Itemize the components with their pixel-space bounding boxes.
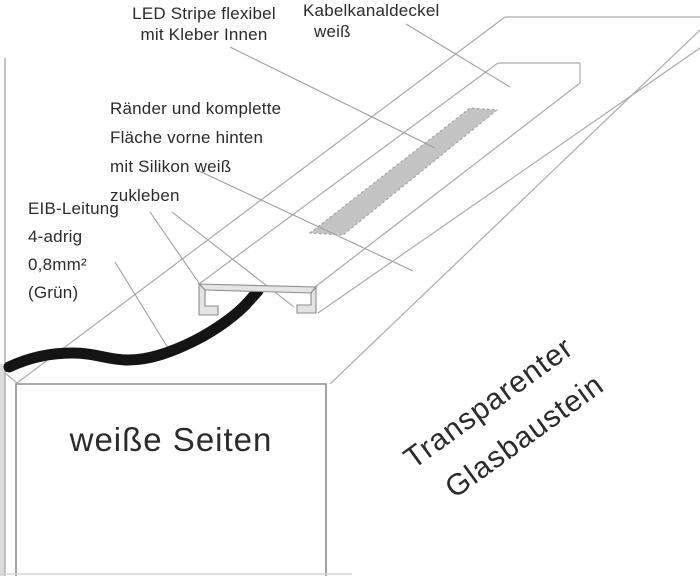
label-front-face-text: weiße Seiten	[69, 421, 273, 458]
label-silicone-note: Ränder und komplette Fläche vorne hinten…	[110, 94, 281, 210]
leader-eib-cable	[114, 261, 169, 349]
label-silicone-line2: Fläche vorne hinten	[110, 128, 264, 147]
profile-left-wall	[198, 282, 219, 316]
label-eib-line3: 0,8mm²	[28, 255, 87, 274]
label-cable-duct-cover: Kabelkanaldeckel weiß	[303, 0, 439, 42]
label-led-strip: LED Stripe flexibel mit Kleber Innen	[106, 3, 302, 45]
label-eib-cable: EIB-Leitung 4-adrig 0,8mm² (Grün)	[28, 195, 119, 307]
label-silicone-line1: Ränder und komplette	[110, 99, 282, 118]
leader-duct-cover	[405, 23, 511, 88]
profile-right-wall	[296, 285, 317, 314]
leader-led-strip	[229, 46, 436, 149]
label-led-strip-line1: LED Stripe flexibel	[132, 4, 276, 23]
label-cable-duct-cover-line2: weiß	[314, 22, 351, 41]
leader-silicone-1	[149, 211, 200, 284]
label-front-face: weiße Seiten	[16, 423, 326, 456]
glass-front-face	[0, 383, 352, 576]
wall-edge	[0, 58, 18, 576]
label-cable-duct-cover-line1: Kabelkanaldeckel	[303, 1, 440, 20]
label-silicone-line4: zukleben	[110, 186, 180, 205]
label-eib-line4: (Grün)	[28, 283, 79, 302]
label-eib-line2: 4-adrig	[28, 227, 83, 246]
label-silicone-line3: mit Silikon weiß	[110, 157, 232, 176]
duct-profile-section	[197, 282, 318, 316]
leader-silicone-3	[196, 169, 414, 272]
label-eib-line1: EIB-Leitung	[28, 199, 120, 218]
eib-cable-path	[3, 285, 264, 373]
led-strip-area	[308, 107, 499, 236]
label-led-strip-line2: mit Kleber Innen	[140, 25, 268, 44]
